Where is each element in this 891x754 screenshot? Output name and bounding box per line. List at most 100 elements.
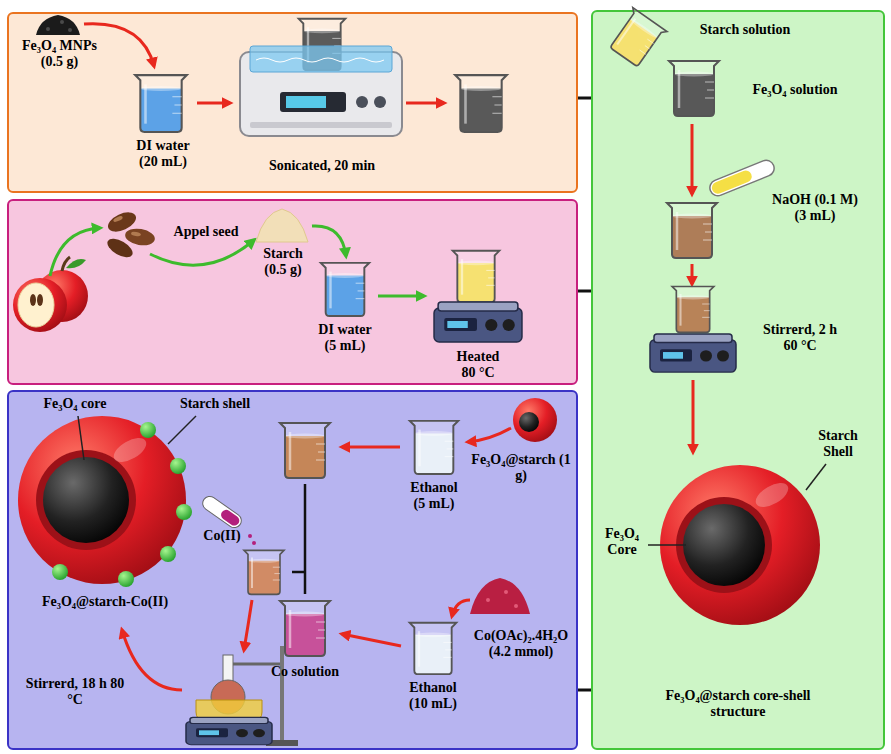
illustration-part [60,20,64,24]
step-label: Co solution [255,664,355,680]
illustration-part [219,508,241,528]
leader-line [806,464,826,490]
text-slot: DI water (20 mL) [131,138,195,170]
text-slot: Fe₃O₄ core [20,396,130,412]
seed [124,227,156,248]
step-label: Stirrerd, 18 h 80 °C [23,676,128,708]
illustration-part [36,15,507,136]
ethanol-beaker [410,421,458,474]
text-slot: Co(OAc)₂.4H₂O (4.2 mmol) [469,628,573,660]
text-slot: Ethanol (5 mL) [403,480,465,512]
illustration-part [131,231,142,237]
process-arrow [468,428,511,442]
leader-line [168,416,196,444]
stirred-beaker [672,287,714,333]
step-label: Stirrerd, 2 h 60 °C [755,322,845,354]
step-label: Fe₃O₄ core [20,396,130,412]
step-label: Starch shell [160,396,270,412]
step-label: Sonicated, 20 min [252,158,392,174]
step-label: Co(II) [192,528,252,544]
magnetite-core [683,504,765,586]
text-slot: Starch solution [680,22,810,38]
mixing-bracket [292,484,305,594]
seed [104,235,135,261]
step-label: Ethanol (10 mL) [401,680,465,712]
apple-half [13,278,67,332]
step-label: NaOH (0.1 M) (3 mL) [768,192,863,224]
text-slot: Fe₃O₄@starch-Co(II) [15,594,195,610]
suspension-beaker [280,423,330,478]
text-slot: Sonicated, 20 min [252,158,392,174]
magnetite-beaker [669,61,719,116]
starch-beaker [453,251,500,302]
starch-panel: Appel seedStarch (0.5 g) DI water (5 mL) H… [7,199,578,385]
mixing-beaker [244,550,284,594]
text-slot: Heated 80 °C [450,349,506,381]
process-arrow [312,226,346,256]
step-label: Fe₃O₄ solution [730,82,860,98]
stand-rod [280,646,284,742]
text-slot: Stirrerd, 2 h 60 °C [755,322,845,354]
step-label: DI water (20 mL) [131,138,195,170]
process-arrow [50,228,100,276]
leader-line [648,544,686,546]
hot-plate [650,334,736,372]
sonication-panel: Fe₃O₄ MNPs (0.5 g)DI water (20 mL)Sonica… [7,12,578,193]
illustration-part [250,122,392,128]
text-slot: DI water (5 mL) [313,322,377,354]
process-arrow [342,446,400,449]
leader-line [78,416,84,460]
cobalt-site [176,504,192,520]
process-arrow [122,630,182,690]
cobalt-site [140,422,156,438]
illustration-part [113,215,124,223]
process-arrow [378,295,424,298]
cobalt-site [160,546,176,562]
cobalt-panel: Fe₃O₄ core Starch shellCo(II) Fe₃O₄@starch… [7,390,578,750]
text-slot: Starch (0.5 g) [255,246,311,278]
step-label: Starch (0.5 g) [255,246,311,278]
panel-connector [578,290,591,293]
illustration-part [752,478,792,512]
text-slot: Co(II) [192,528,252,544]
step-label: Starch solution [680,22,810,38]
illustration-part [37,294,43,306]
magnetite-powder [36,15,80,35]
illustration-part [68,28,72,32]
panel-connector [578,97,591,100]
magnetite-dispersion-beaker [455,75,507,132]
text-slot: Appel seed [161,224,251,240]
step-label: Fe₃O₄ Core [596,526,648,558]
illustration-part [676,497,772,593]
illustration-part [66,259,86,268]
step-label: Fe₃O₄@starch core-shell structure [663,688,813,720]
bath-water [250,46,392,72]
text-slot: Starch shell [160,396,270,412]
mixture-beaker [667,203,717,258]
illustration-part [356,96,368,108]
illustration-part [62,257,70,271]
water-beaker [135,75,187,132]
illustration-part [30,294,36,306]
step-label: Co(OAc)₂.4H₂O (4.2 mmol) [469,628,573,660]
flask-neck [223,655,233,683]
water-beaker [321,263,369,316]
process-arrow [406,102,444,105]
cobalt-site [170,458,186,474]
illustration-part [18,398,557,746]
process-arrow [452,600,470,616]
illustration-part [710,169,753,196]
cobalt-site [118,571,134,587]
illustration-part [18,283,54,327]
cobalt-illustration [7,390,582,754]
illustration-part [607,8,667,69]
text-slot: Ethanol (10 mL) [401,680,465,712]
illustration-part [519,412,539,432]
step-label: Appel seed [161,224,251,240]
core-shell-panel: Starch solutionFe₃O₄ solutionNaOH (0.1 M… [591,10,885,750]
illustration-part [504,590,508,594]
cobalt-acetate-powder [470,578,530,614]
illustration-part [256,58,384,62]
step-label: Ethanol (5 mL) [403,480,465,512]
process-arrow [691,124,694,194]
